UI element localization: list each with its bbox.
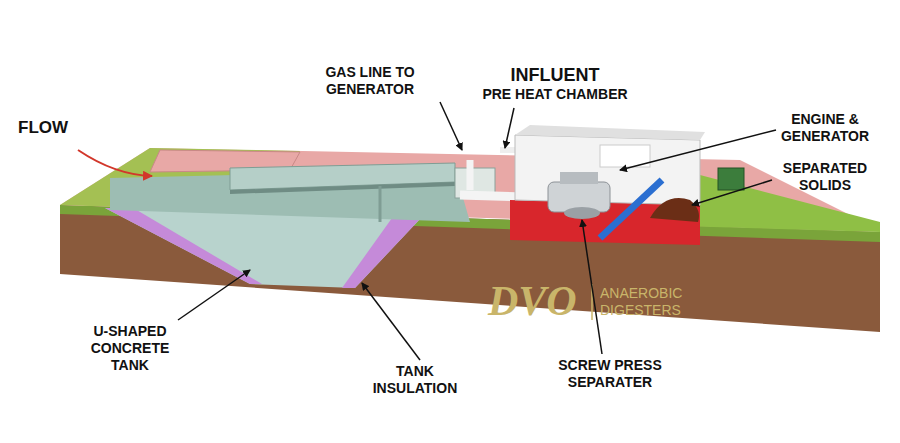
flow-label: FLOW [18, 118, 88, 138]
callout-label: SEPARATED SOLIDS [770, 160, 880, 194]
callout-label: TANK INSULATION [360, 363, 470, 397]
callout-label: GAS LINE TO GENERATOR [300, 64, 440, 98]
callout-label: ENGINE & GENERATOR [770, 111, 880, 145]
callout-label: U-SHAPED CONCRETE TANK [80, 323, 180, 374]
logo-text: ANAEROBIC DIGESTERS [600, 285, 710, 319]
callout-label: SCREW PRESS SEPARATER [545, 357, 675, 391]
logo-mark: DVO [488, 276, 588, 326]
callout-label: PRE HEAT CHAMBER [470, 86, 640, 103]
callout-heading: INFLUENT [500, 64, 610, 86]
